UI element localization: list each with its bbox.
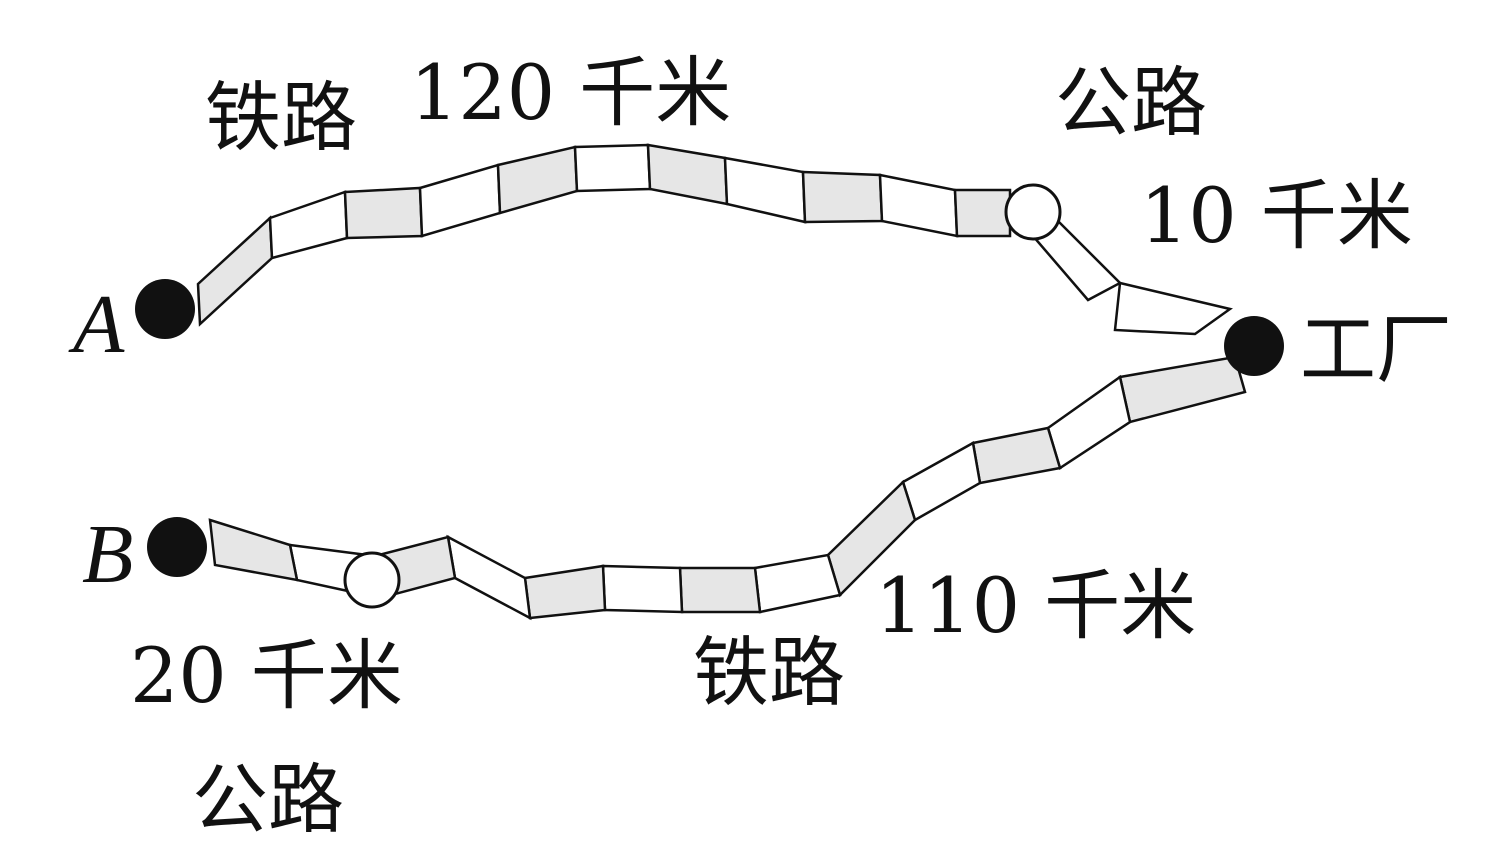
bottom-railway-label: 铁路 — [693, 628, 845, 717]
point-a-label: A — [73, 278, 125, 371]
bottom-railway-track — [373, 355, 1247, 621]
point-b-label: B — [82, 508, 134, 601]
top-road-label: 公路 — [1055, 58, 1207, 147]
bottom-road-label: 公路 — [192, 755, 344, 844]
point-a-marker — [135, 279, 195, 339]
factory-marker — [1224, 316, 1284, 376]
point-b-marker — [147, 517, 207, 577]
top-junction-marker — [1004, 183, 1062, 241]
top-road-distance-label: 10 千米 — [1140, 171, 1413, 260]
top-railway-label: 铁路 — [205, 73, 357, 162]
bottom-junction-marker — [343, 551, 401, 609]
top-railway-distance-label: 120 千米 — [410, 48, 732, 137]
factory-label: 工厂 — [1300, 305, 1452, 394]
bottom-road-distance-label: 20 千米 — [130, 631, 403, 720]
top-railway-track — [196, 143, 1012, 327]
bottom-railway-distance-label: 110 千米 — [875, 561, 1197, 650]
